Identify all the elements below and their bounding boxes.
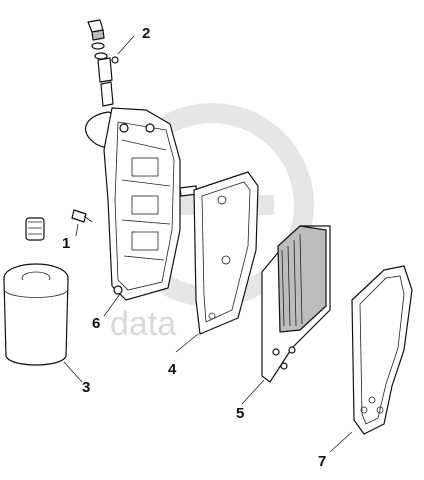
part-7-cooler-gasket: [351, 265, 413, 435]
leader-line-2: [117, 35, 135, 55]
part-2-valve-assembly: [87, 19, 119, 107]
leader-lines: [63, 35, 353, 453]
part-6-filter-head: [84, 107, 198, 301]
leader-line-6: [103, 293, 121, 317]
spring-element: [25, 217, 45, 241]
callout-2: 2: [142, 25, 150, 42]
callout-3: 3: [82, 379, 90, 396]
callout-labels: 2 1 3 4 5 6 7: [62, 25, 326, 470]
part-1-bolt: [71, 209, 93, 223]
part-3-oil-filter: [3, 263, 69, 366]
callout-1: 1: [62, 235, 70, 252]
leader-line-1: [75, 223, 79, 237]
callout-5: 5: [236, 405, 244, 422]
leader-line-3: [63, 361, 83, 383]
leader-line-7: [329, 431, 353, 453]
callout-4: 4: [168, 361, 177, 378]
callout-6: 6: [92, 315, 100, 332]
callout-7: 7: [318, 453, 326, 470]
leader-line-5: [241, 379, 265, 405]
leader-line-4: [175, 333, 199, 353]
part-5-oil-cooler: [261, 225, 331, 383]
watermark-text: data: [110, 305, 176, 343]
part-4-gasket: [193, 171, 259, 335]
